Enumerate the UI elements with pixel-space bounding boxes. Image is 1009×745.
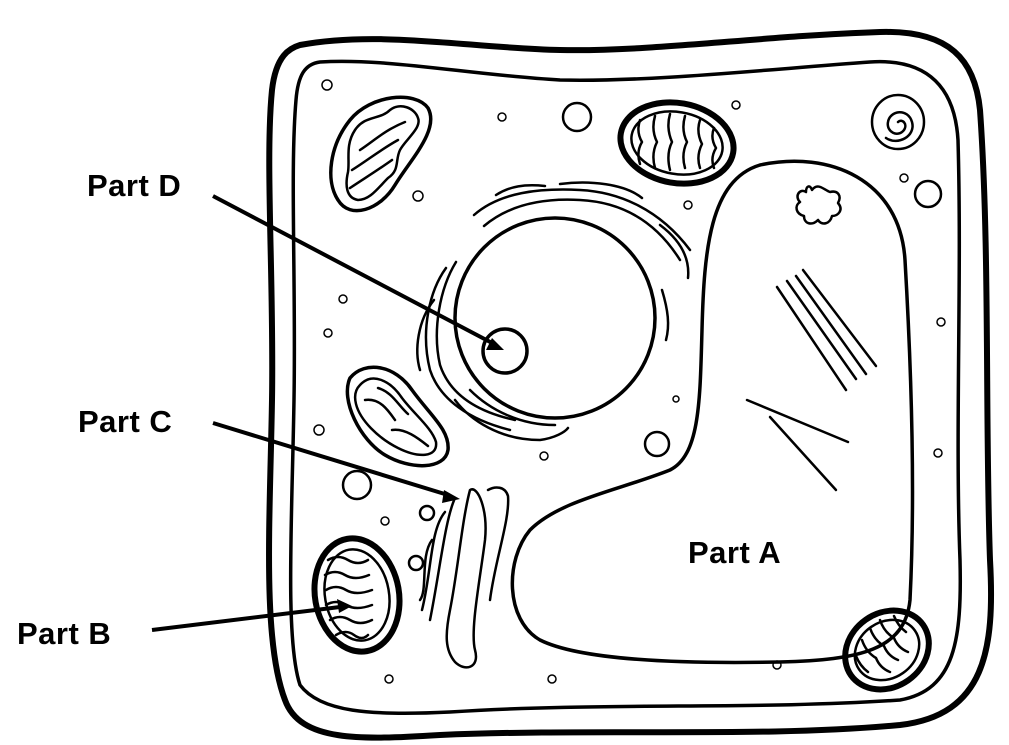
label-part-c: Part C xyxy=(78,404,173,439)
cell-membrane xyxy=(288,59,963,716)
rough-er xyxy=(416,181,692,442)
arrowhead-c xyxy=(442,490,460,503)
label-part-a: Part A xyxy=(688,535,782,570)
mitochondrion-top xyxy=(329,95,433,213)
pointer-line-c xyxy=(212,421,449,497)
nucleolus xyxy=(481,327,529,375)
arrowhead-b xyxy=(337,599,352,613)
spiral-organelle xyxy=(870,93,926,151)
chloroplast-bottom-right xyxy=(842,607,932,693)
pointer-lines xyxy=(151,194,504,632)
vacuole-needles xyxy=(745,268,878,492)
central-vacuole xyxy=(510,159,915,665)
vesicles xyxy=(313,79,946,684)
chloroplast-top xyxy=(617,99,737,187)
cell-wall xyxy=(266,28,995,741)
label-part-b: Part B xyxy=(17,616,112,651)
label-part-d: Part D xyxy=(87,168,182,203)
pointer-line-b xyxy=(151,605,341,632)
arrowhead-d xyxy=(486,338,504,350)
vacuole-crystal xyxy=(795,185,842,225)
pointer-line-d xyxy=(212,194,495,346)
golgi-apparatus xyxy=(418,486,510,669)
chloroplast-bottom-left xyxy=(311,535,403,655)
mitochondrion-middle xyxy=(345,365,450,468)
nucleus xyxy=(453,216,657,420)
